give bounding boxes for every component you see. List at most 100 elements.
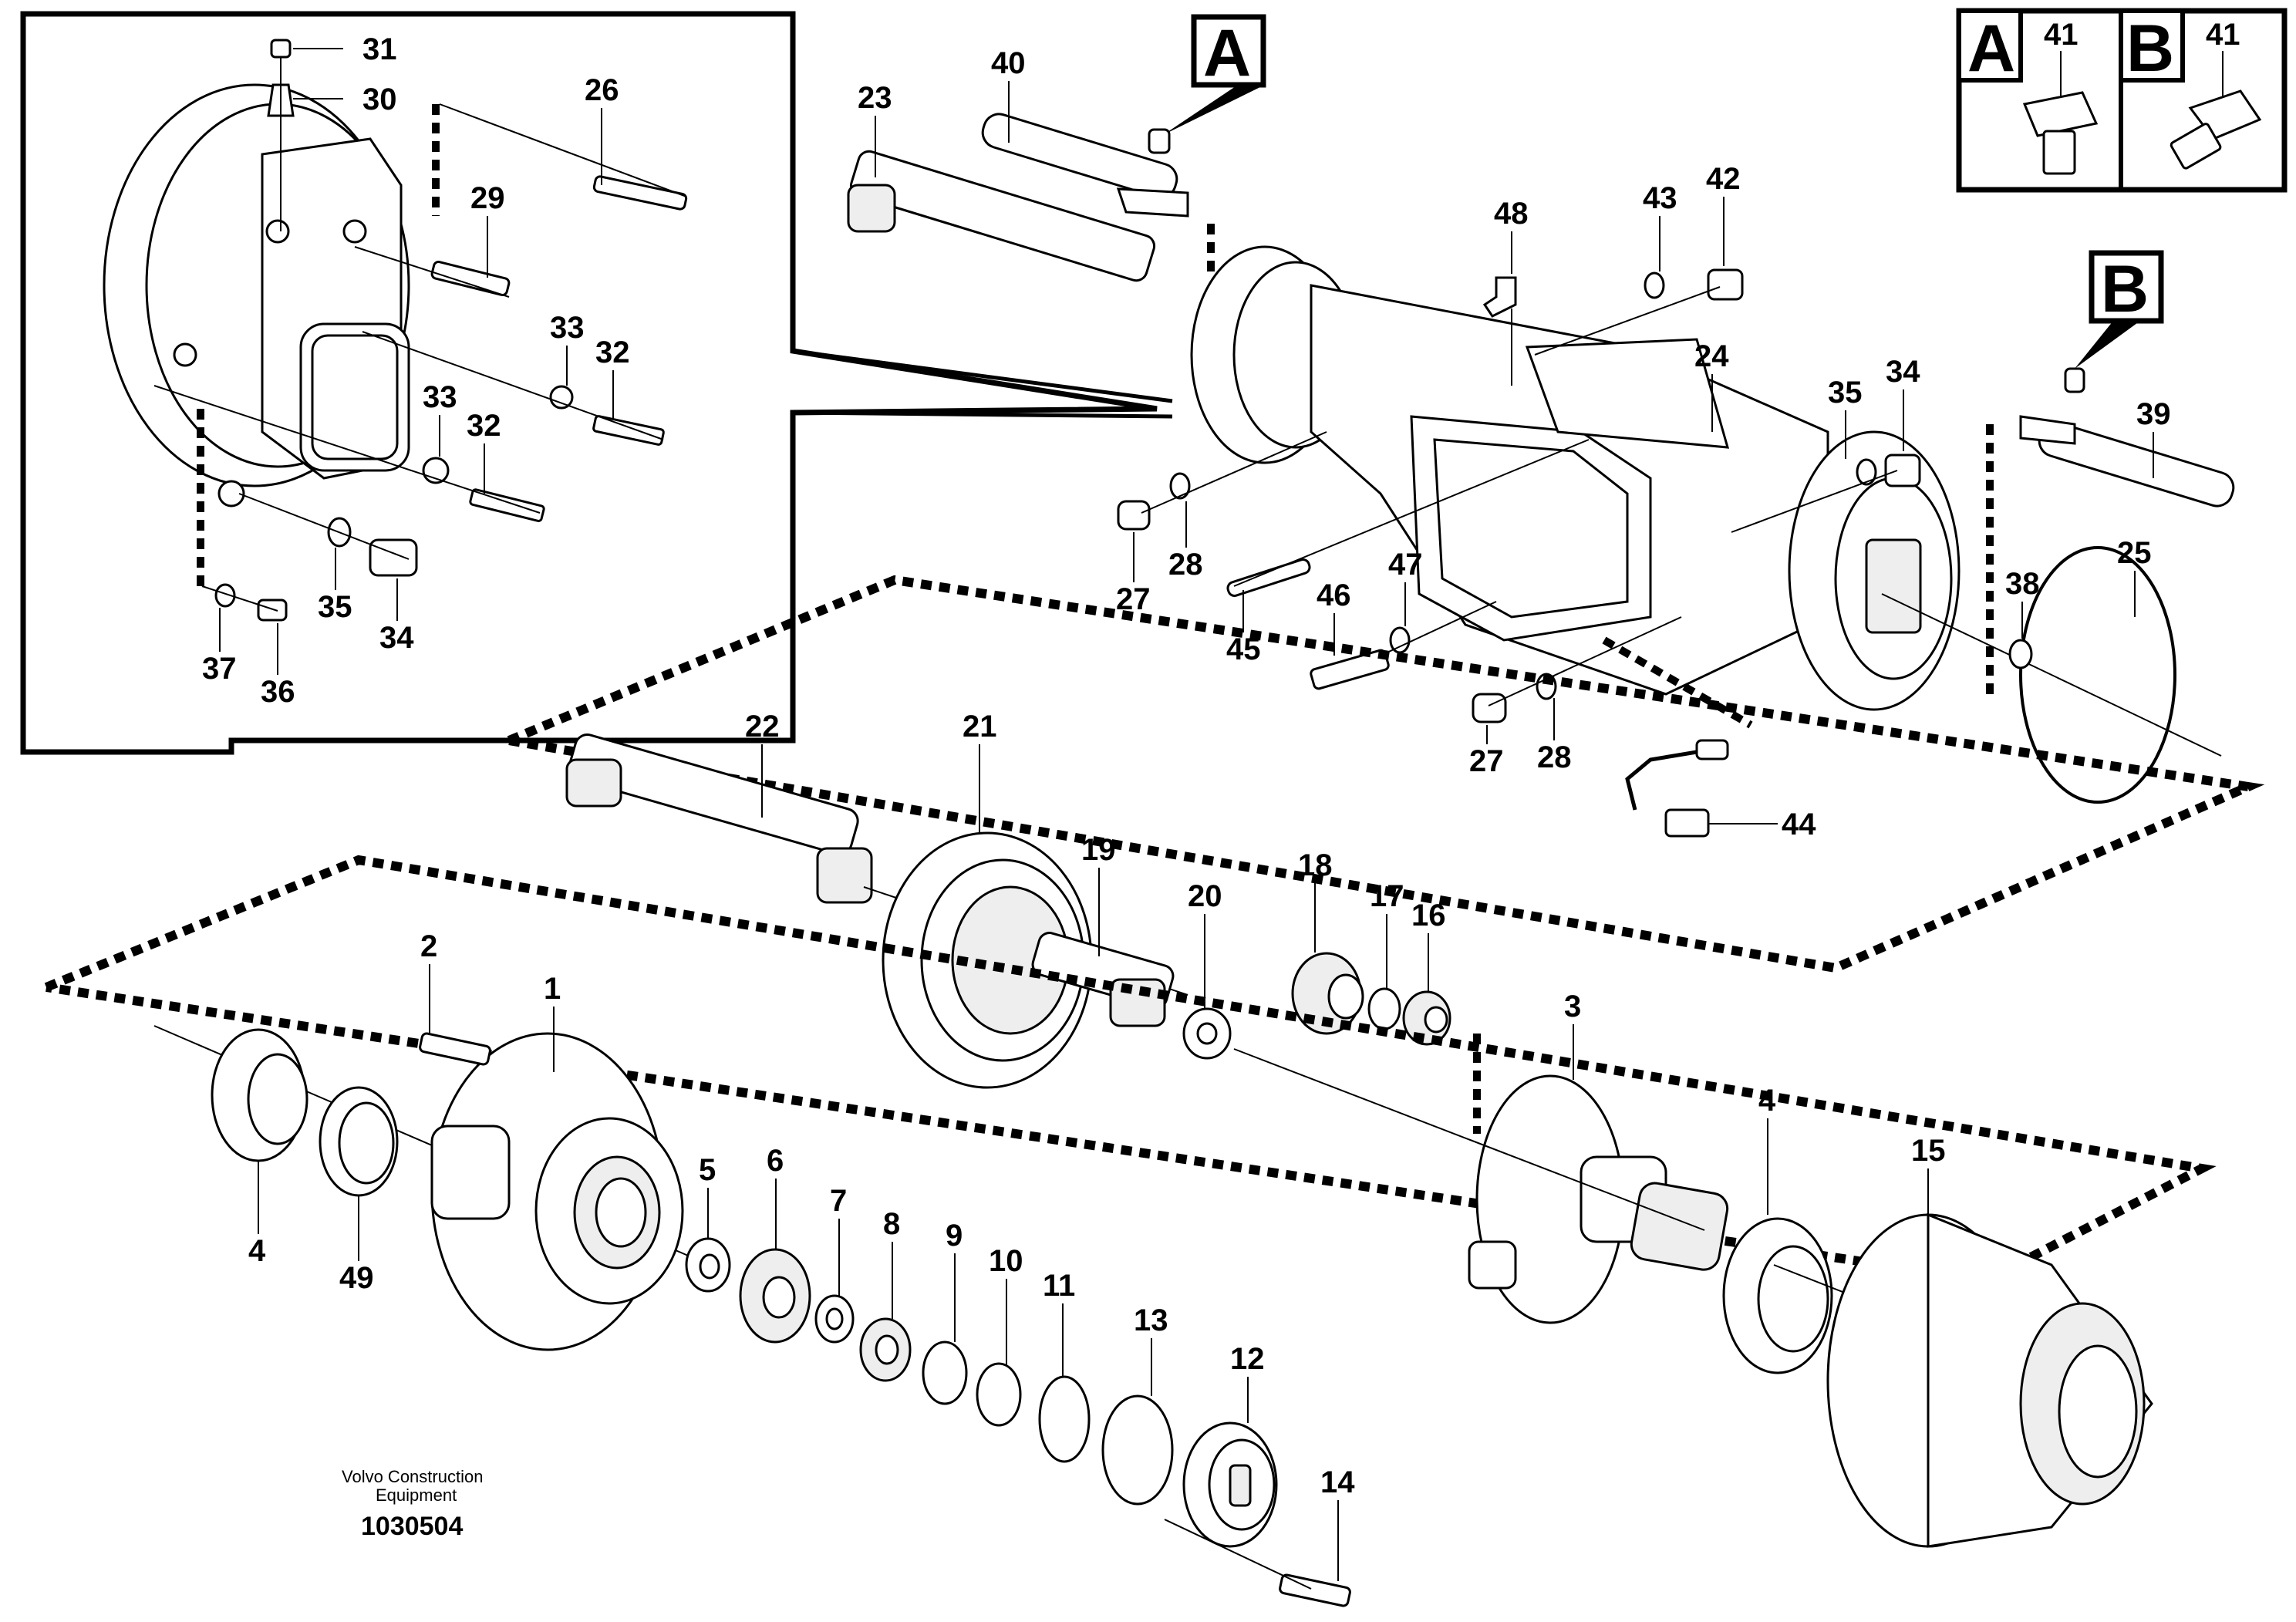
part-10-lock-washer: [976, 1362, 1022, 1427]
part-41-screw-b: [2064, 367, 2085, 393]
legend-letter-b: B: [2126, 12, 2174, 86]
label-33-upper: 33: [550, 311, 585, 345]
label-13: 13: [1134, 1303, 1168, 1337]
part-49-seal: [319, 1086, 399, 1197]
label-34-inset: 34: [379, 621, 414, 655]
part-24-axle-housing: [1310, 284, 1829, 696]
label-35-housing: 35: [1828, 376, 1863, 410]
part-46-bolt: [1310, 649, 1390, 690]
part-45-pin: [1226, 558, 1311, 597]
label-49: 49: [339, 1261, 374, 1295]
label-37: 37: [202, 652, 237, 686]
detail-legend: A B 41 41: [1956, 8, 2288, 193]
label-42: 42: [1706, 162, 1741, 196]
svg-text:A: A: [1203, 16, 1251, 90]
label-7: 7: [830, 1184, 847, 1218]
part-39-shaft: [2019, 415, 2235, 508]
label-38: 38: [2005, 567, 2040, 601]
part-25-o-ring: [2019, 546, 2176, 804]
part-33-washer-upper: [549, 385, 574, 410]
label-5: 5: [699, 1153, 716, 1187]
label-32-lower: 32: [467, 409, 501, 443]
part-3-spindle: [1468, 1074, 1729, 1324]
label-21: 21: [963, 710, 997, 744]
part-29-fitting: [430, 261, 511, 296]
label-9: 9: [946, 1219, 963, 1253]
part-4-bearing-right: [1722, 1217, 1833, 1374]
part-44-sensor-cable: [1625, 739, 1729, 838]
part-37-washer: [214, 583, 236, 608]
part-43-seal-ring: [1644, 271, 1665, 299]
part-27-plug-left: [1117, 500, 1151, 531]
label-17: 17: [1370, 879, 1404, 913]
label-28-lower: 28: [1537, 740, 1572, 774]
label-10: 10: [989, 1244, 1023, 1278]
housing-right-flange: [1788, 430, 1961, 711]
label-47: 47: [1388, 548, 1423, 582]
label-39: 39: [2136, 397, 2171, 431]
part-7-washer: [814, 1294, 855, 1344]
part-34-plug: [369, 538, 418, 577]
label-25: 25: [2117, 536, 2152, 570]
part-31-cap: [270, 39, 292, 59]
part-42-plug: [1707, 268, 1744, 301]
callout-a: A: [1163, 14, 1266, 135]
label-18: 18: [1298, 848, 1333, 882]
part-16-bearing: [1402, 990, 1451, 1046]
brand-line-1: Volvo Construction: [342, 1467, 483, 1486]
part-23-drive-shaft: [847, 150, 1156, 282]
part-27-plug-lower: [1472, 693, 1507, 723]
part-48-elbow-fitting: [1482, 276, 1517, 318]
label-40: 40: [991, 46, 1026, 80]
label-44: 44: [1782, 808, 1816, 841]
label-22: 22: [745, 710, 780, 744]
footer-branding: Volvo Construction Equipment 1030504: [342, 1467, 483, 1541]
part-28-seal-left: [1169, 472, 1191, 500]
part-38-plug: [2008, 639, 2033, 669]
part-5-washer: [685, 1237, 731, 1293]
label-30: 30: [362, 83, 397, 116]
part-2-wheel-stud: [419, 1032, 491, 1066]
part-6-lock-nut: [739, 1248, 811, 1344]
label-28-left: 28: [1168, 548, 1203, 582]
label-23: 23: [858, 81, 892, 115]
label-27-lower: 27: [1469, 744, 1504, 778]
label-19: 19: [1081, 833, 1116, 867]
label-43: 43: [1643, 181, 1677, 215]
label-8: 8: [883, 1207, 900, 1241]
svg-text:B: B: [2101, 252, 2149, 326]
part-9-lock-washer: [922, 1340, 968, 1405]
label-27-inset: 27: [1116, 582, 1151, 616]
label-45: 45: [1226, 632, 1261, 666]
axle-housing-assembly: [847, 113, 2235, 838]
label-36: 36: [261, 675, 295, 709]
legend-part-41-b: 41: [2206, 18, 2240, 52]
brand-line-2: Equipment: [376, 1485, 457, 1505]
label-24: 24: [1694, 339, 1729, 373]
part-34-plug-housing: [1884, 454, 1921, 487]
label-1: 1: [544, 972, 561, 1006]
drawing-number: 1030504: [361, 1512, 463, 1541]
part-36-screw: [257, 599, 288, 622]
part-18-planet-gear: [1291, 952, 1364, 1035]
part-number-labels: 1 2 3 4 4 5 6 7 8 9 10 11 12 13 14 15 49…: [202, 32, 2171, 1581]
label-48: 48: [1494, 197, 1529, 231]
label-2: 2: [420, 929, 437, 963]
part-11-circlip: [1038, 1375, 1091, 1463]
label-26: 26: [585, 73, 619, 107]
inset-detail-panel: [20, 11, 1173, 755]
part-21-ring-gear-carrier: [882, 831, 1093, 1089]
part-17-snap-ring: [1367, 987, 1401, 1030]
label-12: 12: [1230, 1342, 1265, 1376]
part-22-axle-shaft: [565, 733, 873, 904]
part-35-seal-ring-housing: [1856, 458, 1877, 486]
label-31: 31: [362, 32, 397, 66]
label-15: 15: [1911, 1134, 1946, 1168]
hex-bolt-41-straight: [2022, 91, 2099, 175]
legend-letter-a: A: [1967, 12, 2015, 86]
inset-hub-flange: [103, 83, 410, 508]
part-32-stud-upper: [592, 415, 665, 446]
label-46: 46: [1317, 578, 1351, 612]
label-29: 29: [470, 181, 505, 215]
